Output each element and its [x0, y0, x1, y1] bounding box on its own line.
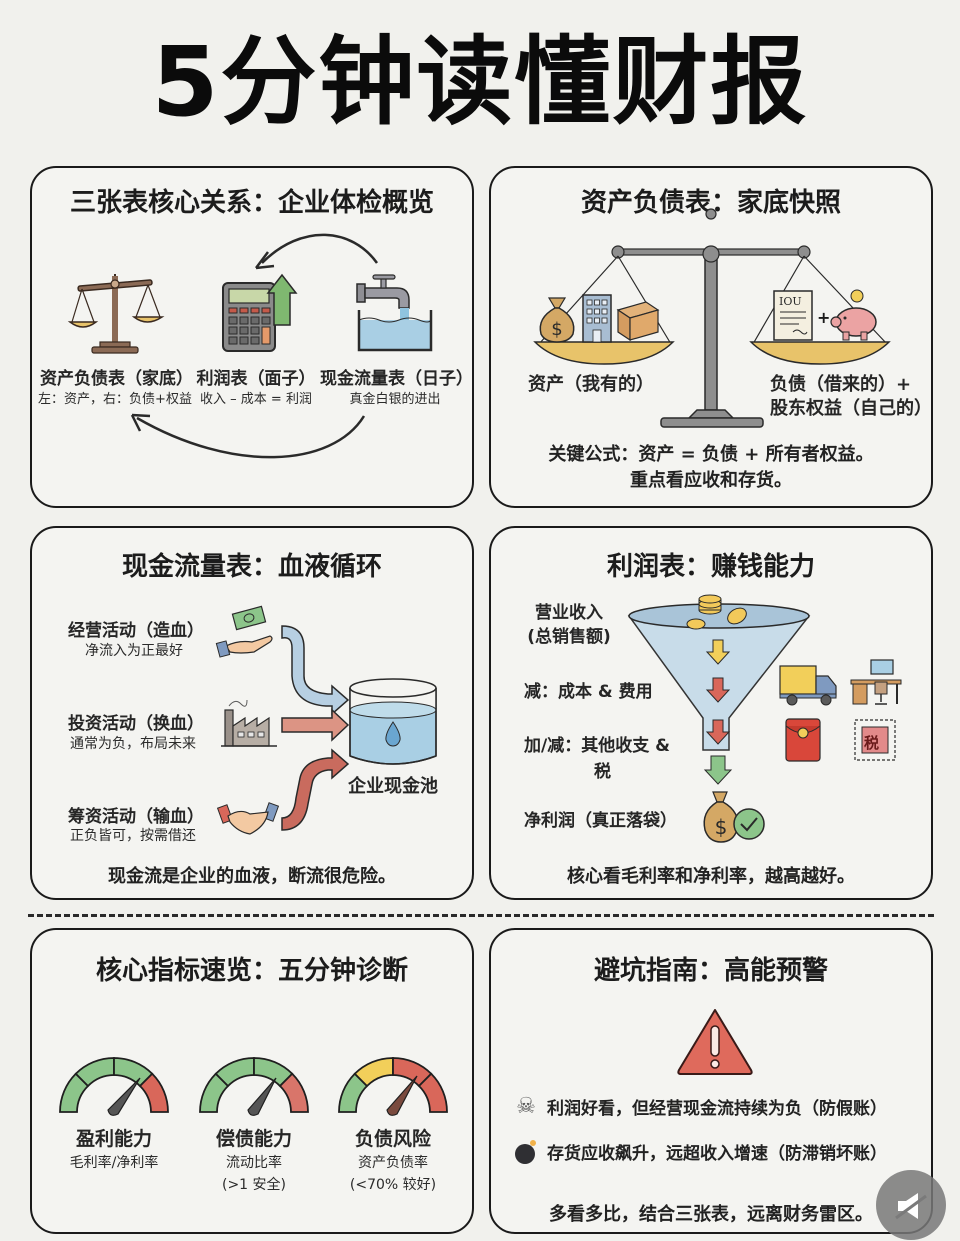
panel-cash-flow: 现金流量表：血液循环 经营活动（造血） 净流入为正最好 投资活动（换血） 通常为…: [30, 526, 474, 900]
activity-operating-label: 经营活动（造血）: [68, 621, 204, 641]
truck-icon: [779, 665, 837, 706]
iou-text: IOU: [779, 295, 802, 308]
overview-label-income: 利润表（面子）: [196, 369, 316, 389]
liabilities-label-line2: 股东权益（自己的）: [770, 398, 932, 419]
cash-pool-tank-icon: [349, 678, 437, 765]
warning-text: 存货应收飙升，远超收入增速（防滞销坏账）: [547, 1144, 887, 1164]
speaker-muted-icon: [895, 1193, 927, 1220]
calculator-up-arrow-icon: [222, 273, 298, 352]
warning-text: 利润好看，但经营现金流持续为负（防假账）: [547, 1099, 887, 1119]
panel-title: 核心指标速览：五分钟诊断: [95, 956, 408, 986]
activity-investing-label: 投资活动（换血）: [68, 714, 204, 734]
gauge-solvency-icon: [199, 1057, 309, 1116]
assets-label: 资产（我有的）: [528, 374, 654, 395]
panel-income-statement: 利润表：赚钱能力 营业收入 (总销售额) 减：成本 & 费用 加/减：其他收支 …: [489, 526, 933, 900]
building-icon: [582, 294, 612, 343]
overview-sub-cashflow: 真金白银的进出: [349, 392, 441, 407]
income-step-revenue-sub: (总销售额): [527, 627, 611, 647]
skull-crossbones-icon: ☠: [516, 1094, 536, 1119]
gauge-label-debt-risk: 负债风险: [354, 1128, 431, 1150]
money-bag-icon: $: [539, 297, 575, 343]
liabilities-label-line1: 负债（借来的）+: [770, 374, 912, 395]
red-envelope-icon: [785, 718, 821, 762]
gauge-label-profitability: 盈利能力: [75, 1128, 152, 1150]
income-step-revenue: 营业收入: [535, 603, 603, 623]
gauge-sub-solvency: 流动比率: [226, 1155, 282, 1171]
panel-overview: 三张表核心关系：企业体检概览: [30, 166, 474, 508]
svg-text:$: $: [715, 815, 728, 839]
gauge-sub-debt-risk: 资产负债率: [358, 1155, 428, 1171]
cash-flow-footer: 现金流是企业的血液，断流很危险。: [108, 866, 396, 887]
factory-icon: [221, 699, 277, 747]
section-divider: [28, 914, 934, 917]
warnings-footer: 多看多比，结合三张表，远离财务雷区。: [549, 1204, 873, 1225]
gauge-debt-risk-icon: [338, 1057, 448, 1116]
gauge-sub-profitability: 毛利率/净利率: [69, 1155, 159, 1171]
income-step-other-tax: 税: [594, 762, 611, 782]
bomb-icon: [513, 1139, 539, 1164]
cash-pool-label: 企业现金池: [348, 776, 438, 797]
activity-investing-sub: 通常为负，布局未来: [70, 736, 196, 752]
money-bag-check-icon: $: [703, 791, 765, 843]
panel-warnings: 避坑指南：高能预警 ☠ 利润好看，但经营现金流持续为负（防假账） 存货应收飙升，…: [489, 928, 933, 1234]
piggy-bank-icon: [830, 289, 877, 341]
svg-text:$: $: [551, 319, 562, 340]
formula-line2: 重点看应收和存货。: [630, 470, 792, 491]
overview-sub-income: 收入 – 成本 = 利润: [200, 392, 312, 407]
panel-key-metrics: 核心指标速览：五分钟诊断 盈利能力 毛利率/净利率 偿债能力 流动比率 (>1 …: [30, 928, 474, 1234]
income-footer: 核心看毛利率和净利率，越高越好。: [567, 866, 855, 887]
plus-sign: +: [817, 308, 831, 327]
formula-line1: 关键公式：资产 = 负债 + 所有者权益。: [548, 444, 874, 465]
tax-stamp-text: 税: [864, 734, 880, 752]
activity-financing-sub: 正负皆可，按需借还: [70, 828, 196, 844]
panel-title: 三张表核心关系：企业体检概览: [69, 188, 434, 218]
flow-arrows-icon: [281, 625, 350, 831]
income-step-net-profit: 净利润（真正落袋）: [524, 811, 677, 831]
cardboard-box-icon: [616, 301, 660, 342]
panel-title: 现金流量表：血液循环: [121, 552, 382, 582]
iou-note-icon: [773, 290, 813, 341]
cycle-arrow-top-icon: [130, 233, 379, 459]
overview-label-balance: 资产负债表（家底）: [40, 369, 193, 389]
tax-stamp-icon: [854, 719, 896, 761]
funnel-icon: [627, 594, 811, 785]
hand-money-icon: [215, 605, 273, 658]
panel-balance-sheet: 资产负债表：家底快照 $: [489, 166, 933, 508]
warning-triangle-icon: [677, 1009, 753, 1075]
panel-title: 避坑指南：高能预警: [593, 956, 828, 986]
gauge-label-solvency: 偿债能力: [215, 1128, 292, 1150]
panel-title: 利润表：赚钱能力: [606, 552, 815, 582]
overview-sub-balance: 左：资产，右：负债+权益: [38, 392, 192, 407]
gauge-sub2-debt-risk: (<70% 较好): [349, 1177, 437, 1193]
warning-item-inventory: 存货应收飙升，远超收入增速（防滞销坏账）: [513, 1139, 887, 1164]
handshake-icon: [216, 802, 280, 835]
office-desk-icon: [850, 659, 902, 705]
gauge-sub2-solvency: (>1 安全): [221, 1177, 286, 1193]
gauge-profitability-icon: [59, 1057, 169, 1116]
faucet-water-tank-icon: [356, 274, 433, 352]
activity-operating-sub: 净流入为正最好: [85, 643, 183, 659]
balance-scale-icon: [67, 274, 165, 354]
overview-label-cashflow: 现金流量表（日子）: [320, 369, 473, 389]
income-step-other: 加/减：其他收支 &: [524, 736, 670, 756]
activity-financing-label: 筹资活动（输血）: [68, 807, 204, 827]
mute-button[interactable]: [876, 1170, 946, 1240]
warning-item-fake-accounts: ☠ 利润好看，但经营现金流持续为负（防假账）: [513, 1094, 887, 1119]
income-step-costs: 减：成本 & 费用: [524, 682, 653, 702]
page-title: 5分钟读懂财报: [151, 26, 809, 138]
